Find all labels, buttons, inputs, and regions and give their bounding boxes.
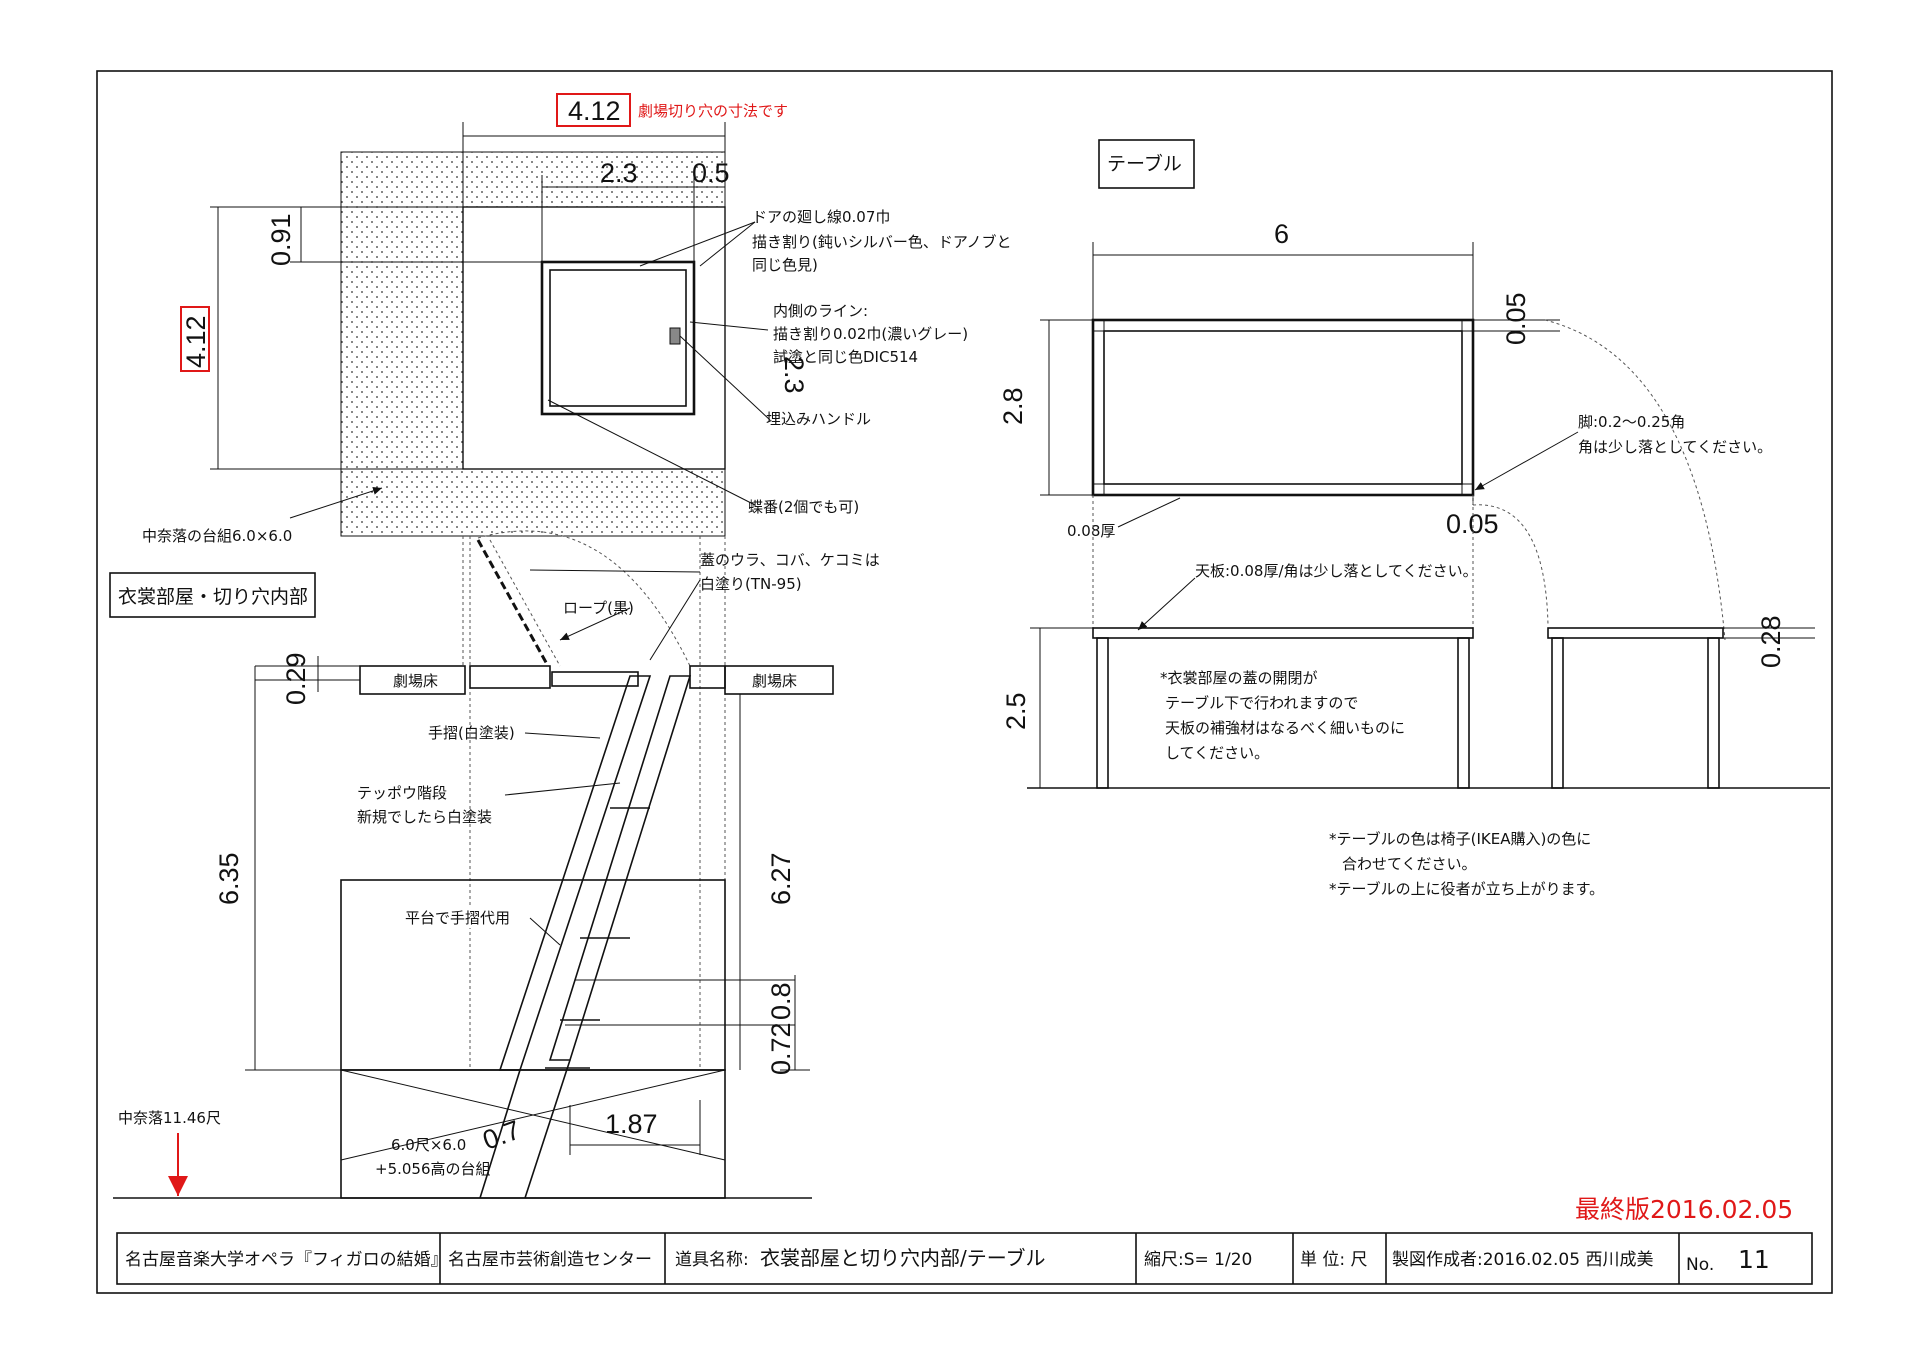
stage-floor-left-beam: [469, 665, 551, 689]
stair-note-1: テッポウ階段: [357, 784, 447, 802]
final-stamp: 最終版2016.02.05: [1575, 1195, 1793, 1224]
platform-hatched: [340, 879, 726, 1071]
leg-note-2: 角は少し落としてください。: [1578, 438, 1772, 456]
dim-6-27: 6.27: [766, 852, 796, 905]
section-label: 衣裳部屋・切り穴内部: [118, 586, 308, 608]
title-no-value: 11: [1738, 1245, 1770, 1274]
lid-note-1: 蓋のウラ、コバ、ケコミは: [700, 551, 880, 569]
top-dim-box: [556, 93, 631, 127]
base-bottom-note-1: 6.0尺×6.0: [391, 1136, 466, 1154]
left-dim-box: [180, 306, 210, 372]
base-bottom-note-2: +5.056高の台組: [375, 1160, 491, 1178]
stage-lid: [551, 671, 639, 687]
naraku-note: 中奈落11.46尺: [118, 1109, 221, 1127]
table-side-leg-left: [1551, 637, 1564, 789]
under-note-2: テーブル下で行われますので: [1165, 694, 1358, 712]
color-note-1: *テーブルの色は椅子(IKEA購入)の色に: [1329, 830, 1591, 848]
dim-2-3: 2.3: [600, 158, 638, 188]
top-note: 天板:0.08厚/角は少し落としてください。: [1195, 562, 1478, 580]
dim-2-8: 2.8: [998, 387, 1028, 425]
door-note-2: 描き割り(鈍いシルバー色、ドアノブと: [752, 233, 1012, 251]
hinge-note: 蝶番(2個でも可): [748, 498, 859, 516]
dim-0-05-bottom: 0.05: [1446, 509, 1499, 539]
under-note-4: してください。: [1165, 744, 1269, 762]
table-leg-right: [1457, 637, 1470, 789]
dim-2-3-right: 2.3: [779, 356, 809, 394]
table-leg-markers: [1092, 319, 1474, 496]
stage-floor-right-beam: [689, 665, 726, 689]
door-note-1: ドアの廻し線0.07巾: [752, 208, 890, 226]
dim-0-8: 0.8: [766, 982, 796, 1020]
inner-note-3: 試塗と同じ色DIC514: [773, 348, 918, 366]
lid-note-2: 白塗り(TN-95): [700, 575, 802, 593]
title-block: 名古屋音楽大学オペラ『フィガロの結婚』 名古屋市芸術創造センター 道具名称: 衣…: [116, 1232, 1813, 1285]
door-outer: [540, 260, 696, 416]
stair-stringer: [498, 675, 652, 1071]
rope-note: ロープ(黒): [563, 599, 634, 617]
dim-6-35: 6.35: [214, 852, 244, 905]
dim-6: 6: [1274, 219, 1289, 249]
base-note: 中奈落の台組6.0×6.0: [142, 527, 292, 545]
dim-0-72: 0.72: [766, 1022, 796, 1075]
table-side-top: [1547, 627, 1724, 639]
table-leg-left: [1096, 637, 1109, 789]
thick-note: 0.08厚: [1067, 522, 1115, 540]
top-dim-note: 劇場切り穴の寸法です: [638, 102, 788, 120]
title-drafter: 製図作成者:2016.02.05 西川成美: [1392, 1250, 1653, 1270]
dim-4-12-left: 4.12: [181, 315, 211, 368]
table-plan-outer: [1091, 318, 1475, 497]
dim-2-5: 2.5: [1001, 692, 1031, 730]
title-unit: 単 位: 尺: [1300, 1250, 1368, 1270]
left-view: 4.12 劇場切り穴の寸法です 2.3 0.5 0.91 4.12 2.3 ドア…: [109, 93, 1012, 1199]
title-venue: 名古屋市芸術創造センター: [448, 1250, 652, 1270]
table-label-box: [1098, 139, 1195, 189]
color-note-2: 合わせてください。: [1342, 855, 1477, 873]
title-scale: 縮尺:S= 1/20: [1144, 1250, 1252, 1270]
section-label-box: [109, 572, 316, 618]
door-inner: [549, 269, 687, 407]
base-dotted-bottom: [340, 1069, 726, 1199]
dim-0-28: 0.28: [1756, 615, 1786, 668]
dim-0-5: 0.5: [692, 158, 730, 188]
stage-floor-right: [724, 665, 834, 695]
inner-note-1: 内側のライン:: [773, 302, 868, 320]
right-view: テーブル 6 2.8 0.05 0.05 脚:0.2〜0.25角: [998, 139, 1830, 898]
dim-0-91: 0.91: [266, 213, 296, 266]
stage-floor-right-label: 劇場床: [752, 672, 797, 690]
stair-stringer-2: [548, 675, 692, 1061]
handrail-note: 手摺(白塗装): [428, 724, 515, 742]
table-side-leg-right: [1707, 637, 1720, 789]
dim-0-7: 0.7: [479, 1115, 525, 1156]
door-note-3: 同じ色見): [752, 256, 818, 274]
title-no-label: No.: [1686, 1255, 1714, 1275]
title-prop-name: 衣裳部屋と切り穴内部/テーブル: [760, 1246, 1046, 1270]
handle-note: 埋込みハンドル: [766, 410, 871, 428]
dim-1-87: 1.87: [605, 1109, 658, 1139]
under-note-3: 天板の補強材はなるべく細いものに: [1165, 719, 1405, 737]
under-note-1: *衣裳部屋の蓋の開閉が: [1160, 669, 1318, 687]
leg-note-1: 脚:0.2〜0.25角: [1578, 413, 1685, 431]
title-prop-name-label: 道具名称:: [675, 1250, 749, 1270]
inner-note-2: 描き割り0.02巾(濃いグレー): [773, 325, 968, 343]
dim-0-05-top: 0.05: [1501, 292, 1531, 345]
table-top-elevation: [1092, 627, 1474, 639]
table-label: テーブル: [1107, 152, 1182, 175]
top-dim: 4.12: [568, 96, 621, 126]
stair-note-2: 新規でしたら白塗装: [357, 808, 492, 826]
stage-floor-left-label: 劇場床: [393, 672, 438, 690]
table-plan-inner: [1103, 330, 1463, 485]
platform-note: 平台で手摺代用: [405, 909, 510, 927]
color-note-3: *テーブルの上に役者が立ち上がります。: [1329, 880, 1604, 898]
sheet-border: [96, 70, 1833, 1294]
title-production: 名古屋音楽大学オペラ『フィガロの結婚』: [125, 1250, 448, 1270]
dim-0-29: 0.29: [281, 652, 311, 705]
door-handle: [669, 327, 681, 345]
